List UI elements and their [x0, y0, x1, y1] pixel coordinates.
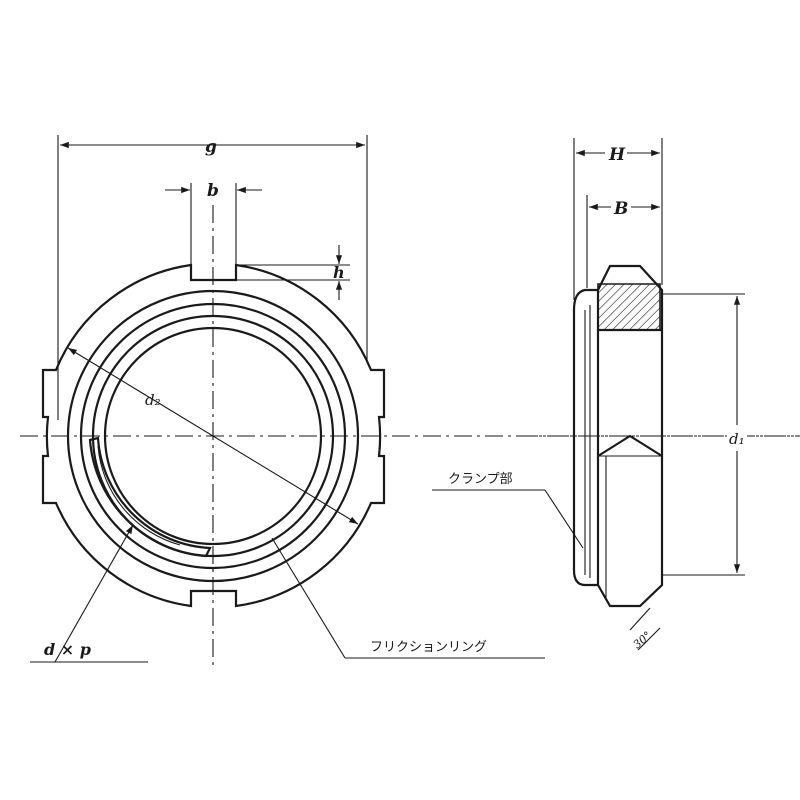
- hatched-section: [597, 283, 661, 331]
- side-view: H B d₁ 30° クランプ部: [432, 138, 800, 651]
- side-clamp-flange: [572, 288, 598, 587]
- angle-leader-2: [637, 627, 661, 651]
- outer-contour: [41, 263, 386, 608]
- angle-label: 30°: [631, 629, 654, 651]
- d2-dimension-line: [67, 347, 359, 525]
- friction-ring-segment: [88, 436, 212, 558]
- front-view: g b h d₂ d × p フリクションリング: [20, 135, 800, 670]
- b-label: b: [207, 181, 219, 201]
- g-label: g: [205, 137, 217, 157]
- d2-label: d₂: [145, 391, 161, 409]
- thread-profile: [597, 434, 663, 457]
- side-body-outline: [596, 264, 664, 608]
- clamp-part-leader: [544, 489, 584, 549]
- dxp-leader-arrow: [54, 524, 134, 663]
- dxp-label: d × p: [44, 640, 91, 659]
- clamp-part-label: クランプ部: [448, 472, 513, 487]
- H-label: H: [608, 145, 626, 165]
- angle-leader-1: [629, 607, 651, 631]
- friction-ring-label: フリクションリング: [370, 640, 487, 655]
- h-label: h: [333, 263, 345, 282]
- B-label: B: [613, 199, 628, 219]
- d1-label: d₁: [729, 430, 745, 448]
- friction-ring-leader: [271, 537, 346, 659]
